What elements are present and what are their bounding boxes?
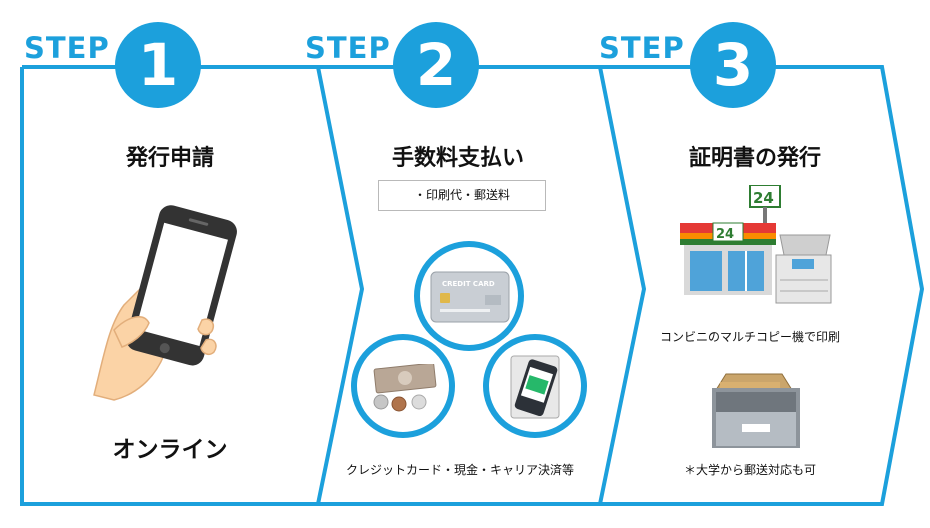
store-logo-text: 24 xyxy=(716,227,734,242)
convenience-store-icon: 24 24 xyxy=(680,185,832,304)
step-3-title: 証明書の発行 xyxy=(688,146,821,171)
step-2-note: ・印刷代・郵送料 xyxy=(378,180,546,211)
mobile-payment-ring xyxy=(483,334,587,438)
step-1-title: 発行申請 xyxy=(125,146,214,171)
mail-cabinet-icon xyxy=(712,373,800,448)
mobile-payment-icon xyxy=(510,355,560,419)
step-2-title: 手数料支払い xyxy=(391,146,524,171)
step-2-caption: クレジットカード・現金・キャリア決済等 xyxy=(345,463,574,477)
frame-divider-2 xyxy=(318,65,647,506)
frame-outline xyxy=(20,65,365,506)
step-2-label: STEP xyxy=(305,31,391,65)
cash-icon xyxy=(373,364,437,412)
cash-ring xyxy=(351,334,455,438)
frame-divider-3 xyxy=(600,65,925,506)
step-2-number: 2 xyxy=(393,22,479,108)
step-1-subtitle: オンライン xyxy=(112,437,228,463)
step-1-label: STEP xyxy=(24,31,110,65)
step-3-number: 3 xyxy=(690,22,776,108)
step-3-note: ＊大学から郵送対応も可 xyxy=(683,463,816,477)
step-3-caption: コンビニのマルチコピー機で印刷 xyxy=(659,330,840,344)
smartphone-hand-icon xyxy=(93,205,237,401)
credit-card-text: CREDIT CARD xyxy=(442,280,495,288)
credit-card-icon: CREDIT CARD xyxy=(430,271,510,323)
step-1-number: 1 xyxy=(115,22,201,108)
step-3-label: STEP xyxy=(599,31,685,65)
credit-card-ring: CREDIT CARD xyxy=(414,241,524,351)
store-sign-text: 24 xyxy=(753,189,774,207)
